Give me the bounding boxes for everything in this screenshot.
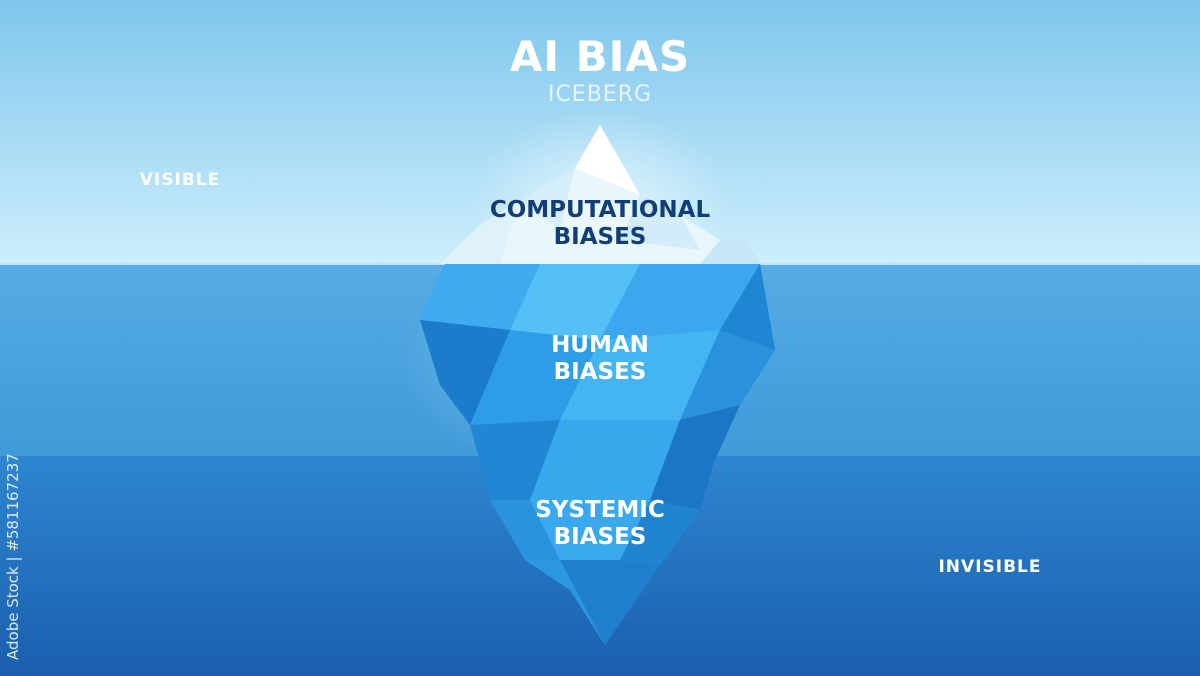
layer-human-biases: HUMAN BIASES: [460, 332, 740, 386]
diagram-subtitle: ICEBERG: [547, 82, 653, 107]
visible-label: VISIBLE: [139, 170, 221, 190]
layer-label-line2: BIASES: [553, 359, 647, 385]
layer-label-line1: COMPUTATIONAL: [489, 197, 711, 223]
iceberg-tip: [440, 125, 760, 264]
layer-label-line1: SYSTEMIC: [535, 497, 665, 523]
invisible-label: INVISIBLE: [938, 557, 1042, 577]
layer-computational-biases: COMPUTATIONAL BIASES: [440, 197, 760, 251]
layer-label-line1: HUMAN: [551, 332, 649, 358]
layer-systemic-biases: SYSTEMIC BIASES: [460, 497, 740, 551]
iceberg-body: [420, 264, 775, 645]
layer-label-line2: BIASES: [553, 524, 647, 550]
layer-label-line2: BIASES: [553, 224, 647, 250]
stock-credit: Adobe Stock | #581167237: [4, 453, 22, 660]
diagram-title: AI BIAS: [509, 32, 691, 81]
